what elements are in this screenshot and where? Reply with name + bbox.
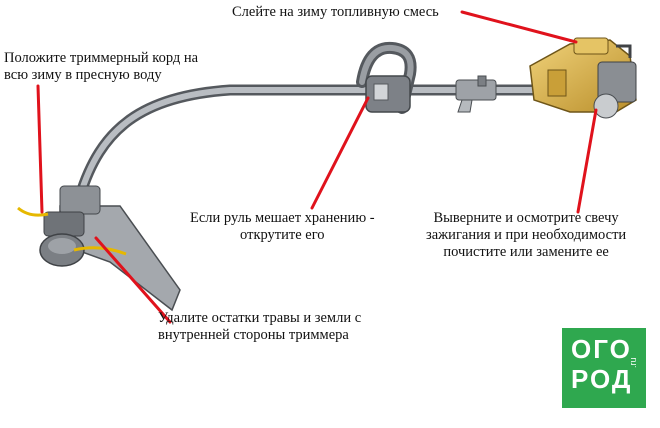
trimmer-engine (529, 37, 637, 119)
label-plug-line-3: почистите или замените ее (443, 244, 609, 260)
logo-tld: .ru (628, 357, 638, 368)
annotation-arrows (36, 10, 598, 324)
arrow-fuel (460, 10, 578, 44)
label-grass-line-2: внутренней стороны триммера (158, 327, 349, 343)
logo-line-1: ОГО (571, 334, 632, 364)
label-fuel: Слейте на зиму топливную смесь (232, 4, 439, 21)
label-plug-line-2: зажигания и при необходимости (426, 227, 627, 243)
label-grass-line-1: Удалите остатки травы и земли с (158, 310, 362, 326)
label-handle-line-1: Если руль мешает хранению - (190, 210, 375, 226)
arrow-cord (36, 84, 44, 214)
ogorod-logo: ОГО РОД .ru (562, 328, 646, 408)
logo-line-2: РОД (571, 364, 633, 394)
trimmer-handle (356, 41, 417, 114)
label-fuel-line: Слейте на зиму топливную смесь (232, 4, 439, 20)
cutting-head (17, 185, 181, 312)
label-spark-plug: Выверните и осмотрите свечу зажигания и … (426, 210, 626, 261)
arrow-handle (310, 96, 370, 210)
label-handle-line-2: открутите его (240, 227, 325, 243)
label-cord-line-2: всю зиму в пресную воду (4, 67, 162, 83)
throttle-grip (455, 75, 497, 113)
label-grass: Удалите остатки травы и земли с внутренн… (158, 310, 361, 344)
arrow-plug (576, 108, 598, 214)
trimmer-shaft (74, 84, 546, 202)
label-plug-line-1: Выверните и осмотрите свечу (433, 210, 619, 226)
arrow-grass (94, 236, 172, 324)
label-cord-line-1: Положите триммерный корд на (4, 50, 199, 66)
label-handle: Если руль мешает хранению - открутите ег… (190, 210, 375, 244)
label-cord: Положите триммерный корд на всю зиму в п… (4, 50, 198, 84)
